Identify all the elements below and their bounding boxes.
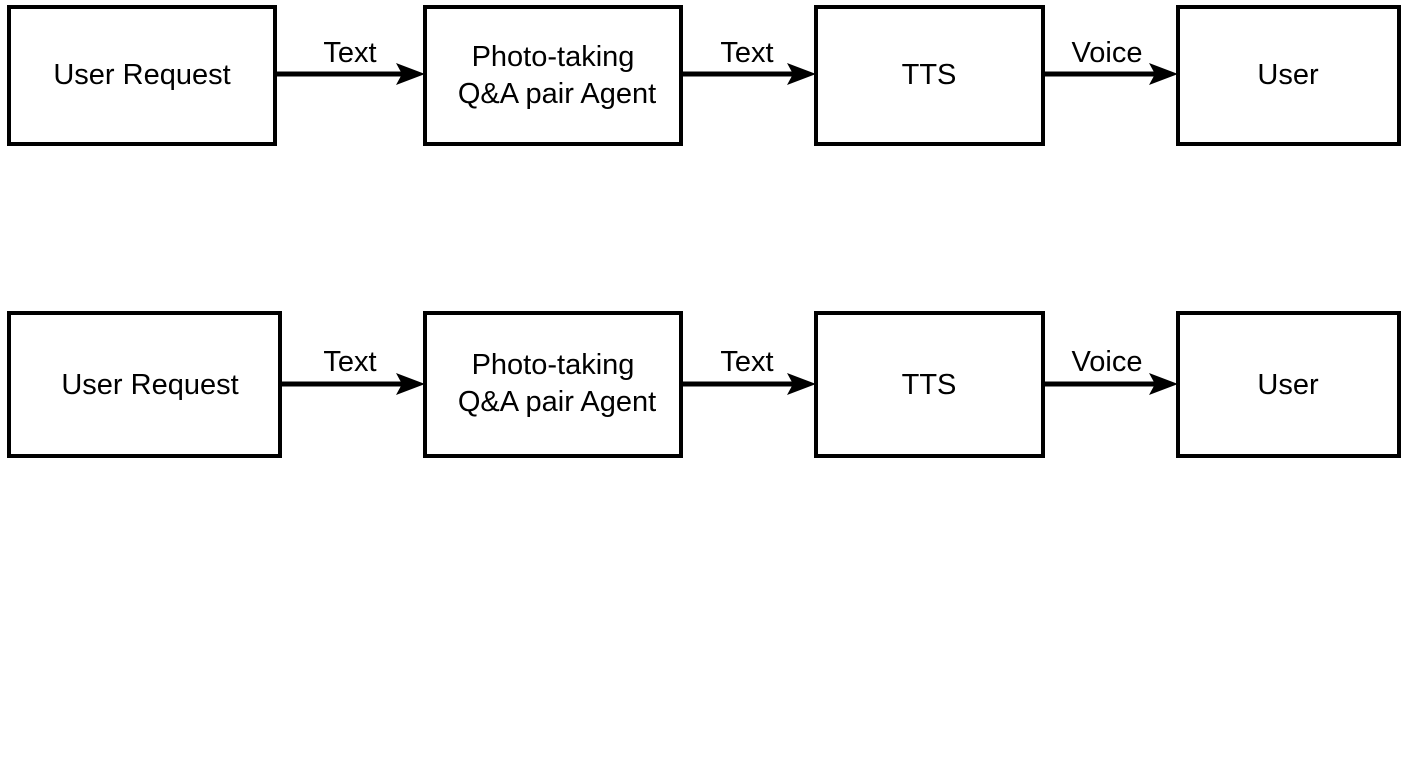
edge-label: Text xyxy=(720,37,773,69)
node-user-request: User Request xyxy=(7,311,282,458)
edge-voice: Voice xyxy=(1043,346,1178,395)
node-label: TTS xyxy=(902,59,957,91)
edge-text-2: Text xyxy=(681,346,816,395)
node-label-line-2: Q&A pair Agent xyxy=(458,386,656,418)
node-label: TTS xyxy=(902,369,957,401)
node-label: User Request xyxy=(61,369,238,401)
node-photo-taking-agent: Photo-taking Q&A pair Agent xyxy=(423,5,683,146)
node-tts: TTS xyxy=(814,5,1045,146)
node-user: User xyxy=(1176,311,1401,458)
edge-label: Voice xyxy=(1072,37,1143,69)
edge-text-1: Text xyxy=(275,37,425,85)
node-box xyxy=(7,311,282,458)
node-label: User xyxy=(1257,59,1319,91)
node-box xyxy=(1176,311,1401,458)
arrow-head-icon xyxy=(787,373,816,395)
node-label: User Request xyxy=(53,59,230,91)
node-box xyxy=(1176,5,1401,146)
node-label: User xyxy=(1257,369,1319,401)
node-tts: TTS xyxy=(814,311,1045,458)
edge-label: Text xyxy=(720,346,773,378)
arrow-head-icon xyxy=(396,63,425,85)
node-user: User xyxy=(1176,5,1401,146)
node-user-request: User Request xyxy=(7,5,277,146)
node-box xyxy=(814,5,1045,146)
edge-voice: Voice xyxy=(1043,37,1178,85)
node-box xyxy=(423,5,683,146)
node-label-line-1: Photo-taking xyxy=(472,349,635,381)
node-photo-taking-agent: Photo-taking Q&A pair Agent xyxy=(423,311,683,458)
node-label-line-2: Q&A pair Agent xyxy=(458,78,656,110)
node-label-line-1: Photo-taking xyxy=(472,41,635,73)
edge-text-1: Text xyxy=(280,346,425,395)
arrow-head-icon xyxy=(396,373,425,395)
edge-label: Voice xyxy=(1072,346,1143,378)
node-box xyxy=(814,311,1045,458)
node-box xyxy=(7,5,277,146)
edge-text-2: Text xyxy=(681,37,816,85)
node-box xyxy=(423,311,683,458)
flow-row-1: User Request Text Photo-taking Q&A pair … xyxy=(7,5,1401,146)
arrow-head-icon xyxy=(1149,63,1178,85)
edge-label: Text xyxy=(323,346,376,378)
arrow-head-icon xyxy=(787,63,816,85)
edge-label: Text xyxy=(323,37,376,69)
flow-row-2: User Request Text Photo-taking Q&A pair … xyxy=(7,311,1401,458)
arrow-head-icon xyxy=(1149,373,1178,395)
